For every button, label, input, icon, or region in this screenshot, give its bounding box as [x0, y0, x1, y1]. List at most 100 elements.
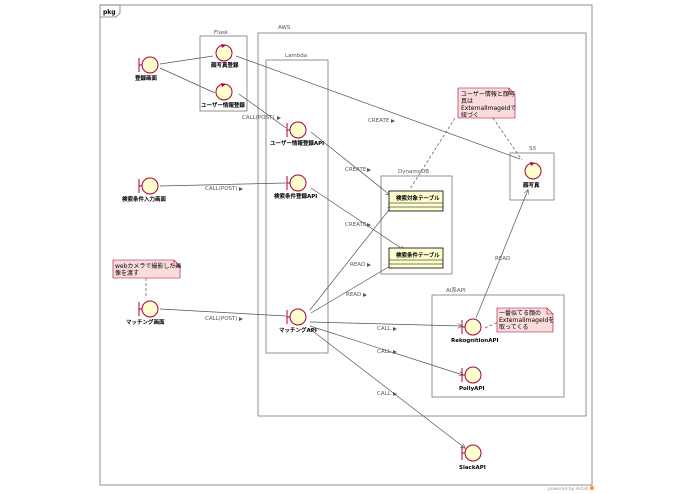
boundary-icon	[289, 308, 307, 326]
node-user-register[interactable]: ユーザー情報登録	[201, 83, 245, 109]
node-user-register-label: ユーザー情報登録	[201, 101, 245, 109]
group-aws: AWS	[257, 25, 587, 417]
node-matching-api[interactable]: マッチングAPI	[279, 308, 317, 334]
group-flask-label: Flask	[214, 30, 229, 36]
edge-userapi-target	[310, 131, 390, 195]
edge-matching-condition	[310, 262, 397, 314]
node-polly-api-label: PollyAPI	[459, 386, 485, 392]
arrow-label-call-2	[393, 350, 397, 354]
node-face-photo-label: 顔写真	[522, 181, 540, 189]
label-read-1: READ	[350, 262, 365, 268]
node-search-input-screen[interactable]: 検索条件入力画面	[122, 177, 167, 203]
label-call-post-2: CALL(POST)	[205, 186, 238, 192]
node-matching-screen-label: マッチング画面	[126, 318, 165, 326]
group-dynamodb: DynamoDB	[380, 169, 453, 275]
arrow-label-create-s3	[391, 119, 395, 123]
footer-brand: powered by Astah	[548, 486, 589, 492]
label-read-s3: READ	[495, 256, 510, 262]
edge-matching-polly	[309, 325, 463, 375]
label-read-2: READ	[346, 292, 361, 298]
node-register-screen[interactable]: 登録画面	[134, 56, 159, 82]
entity-search-condition-table[interactable]: 検索条件テーブル	[388, 247, 444, 269]
node-search-register-api-label: 検索条件登録API	[274, 192, 317, 200]
edges	[145, 55, 528, 448]
arrow-label-create-1	[367, 168, 371, 172]
node-slack-api[interactable]: SlackAPI	[459, 444, 486, 471]
group-aws-label: AWS	[278, 25, 291, 31]
entity-search-target-label: 検索対象テーブル	[396, 194, 440, 202]
boundary-icon	[289, 121, 307, 139]
group-flask: Flask	[199, 30, 248, 112]
edge-labels: CALL(POST) CREATE CREATE CALL(POST) CREA…	[205, 115, 510, 397]
group-s3: S3	[509, 146, 555, 201]
group-ai-label: AI系API	[446, 286, 466, 294]
entity-search-target-table[interactable]: 検索対象テーブル	[388, 190, 444, 212]
note-user-text: ユーザー情報と顔写 真は ExternalImageIdで 紐づく	[461, 90, 518, 119]
node-rekognition-api[interactable]: RekognitionAPI	[451, 318, 499, 344]
edge-searchapi-condition	[310, 187, 404, 250]
edge-matching-target	[309, 206, 392, 311]
group-ai: AI系API	[431, 286, 565, 398]
edge-photo-s3	[235, 55, 521, 160]
label-call-post-1: CALL(POST)	[242, 115, 275, 121]
edge-user-api	[238, 93, 287, 129]
boundary-icon	[464, 444, 482, 462]
boundary-icon	[464, 318, 482, 336]
dash-note-rekognition	[484, 321, 499, 329]
boundary-icon	[289, 174, 307, 192]
group-s3-label: S3	[529, 146, 536, 152]
node-polly-api[interactable]: PollyAPI	[459, 366, 485, 392]
edge-matching-screen-api	[159, 308, 287, 317]
edge-register-photo	[159, 55, 214, 65]
frame-label: pkg	[103, 9, 116, 16]
arrow-label-call-1	[393, 327, 397, 331]
label-create-s3: CREATE	[368, 118, 390, 124]
group-lambda-label: Lambda	[285, 53, 307, 59]
node-matching-api-label: マッチングAPI	[279, 326, 317, 334]
node-face-photo[interactable]: 顔写真	[522, 162, 542, 189]
dash-note-target	[409, 117, 456, 190]
boundary-icon	[141, 56, 159, 74]
arrow-label-read-1	[367, 263, 371, 267]
arrow-label-call-post-3	[239, 317, 243, 321]
label-create-2: CREATE	[345, 222, 367, 228]
edge-matching-slack	[309, 328, 465, 448]
arrow-label-call-3	[393, 392, 397, 396]
node-user-register-api[interactable]: ユーザー情報登録API	[270, 121, 324, 147]
label-call-2: CALL	[377, 349, 392, 355]
dash-note-s3	[492, 117, 523, 161]
boundary-icon	[141, 300, 159, 318]
arrow-label-read-2	[363, 293, 367, 297]
edge-rekognition-s3	[475, 190, 528, 319]
node-search-input-screen-label: 検索条件入力画面	[122, 195, 167, 203]
control-icon	[215, 83, 233, 101]
node-photo-register[interactable]: 顔写真登録	[210, 44, 239, 69]
group-dynamodb-label: DynamoDB	[398, 169, 429, 175]
package-frame: pkg	[99, 4, 593, 486]
note-rekog-text: 一番似てる顔の ExternalImageIdを 取ってくる	[499, 309, 556, 331]
node-photo-register-label: 顔写真登録	[210, 61, 239, 69]
arrow-label-call-post-2	[239, 187, 243, 191]
edge-register-user	[159, 67, 216, 94]
node-matching-screen[interactable]: マッチング画面	[126, 300, 165, 326]
edge-matching-rekognition	[309, 321, 462, 326]
node-slack-api-label: SlackAPI	[459, 465, 486, 471]
node-register-screen-label: 登録画面	[134, 74, 158, 82]
control-icon	[524, 162, 542, 180]
node-search-register-api[interactable]: 検索条件登録API	[274, 174, 317, 200]
note-webcam: webカメラで撮影した画 像を渡す	[112, 259, 181, 279]
note-rekognition: 一番似てる顔の ExternalImageIdを 取ってくる	[496, 307, 556, 333]
arrow-label-create-2	[367, 223, 371, 227]
astah-logo-icon	[589, 485, 595, 491]
arrow-label-call-post-1	[277, 116, 281, 120]
label-create-1: CREATE	[345, 167, 367, 173]
entity-search-condition-label: 検索条件テーブル	[396, 251, 440, 259]
node-rekognition-api-label: RekognitionAPI	[451, 338, 499, 344]
node-user-register-api-label: ユーザー情報登録API	[270, 139, 324, 147]
edge-search-screen-api	[159, 182, 287, 187]
label-call-1: CALL	[377, 326, 392, 332]
label-call-3: CALL	[377, 391, 392, 397]
note-user-photo-link: ユーザー情報と顔写 真は ExternalImageIdで 紐づく	[457, 87, 518, 119]
